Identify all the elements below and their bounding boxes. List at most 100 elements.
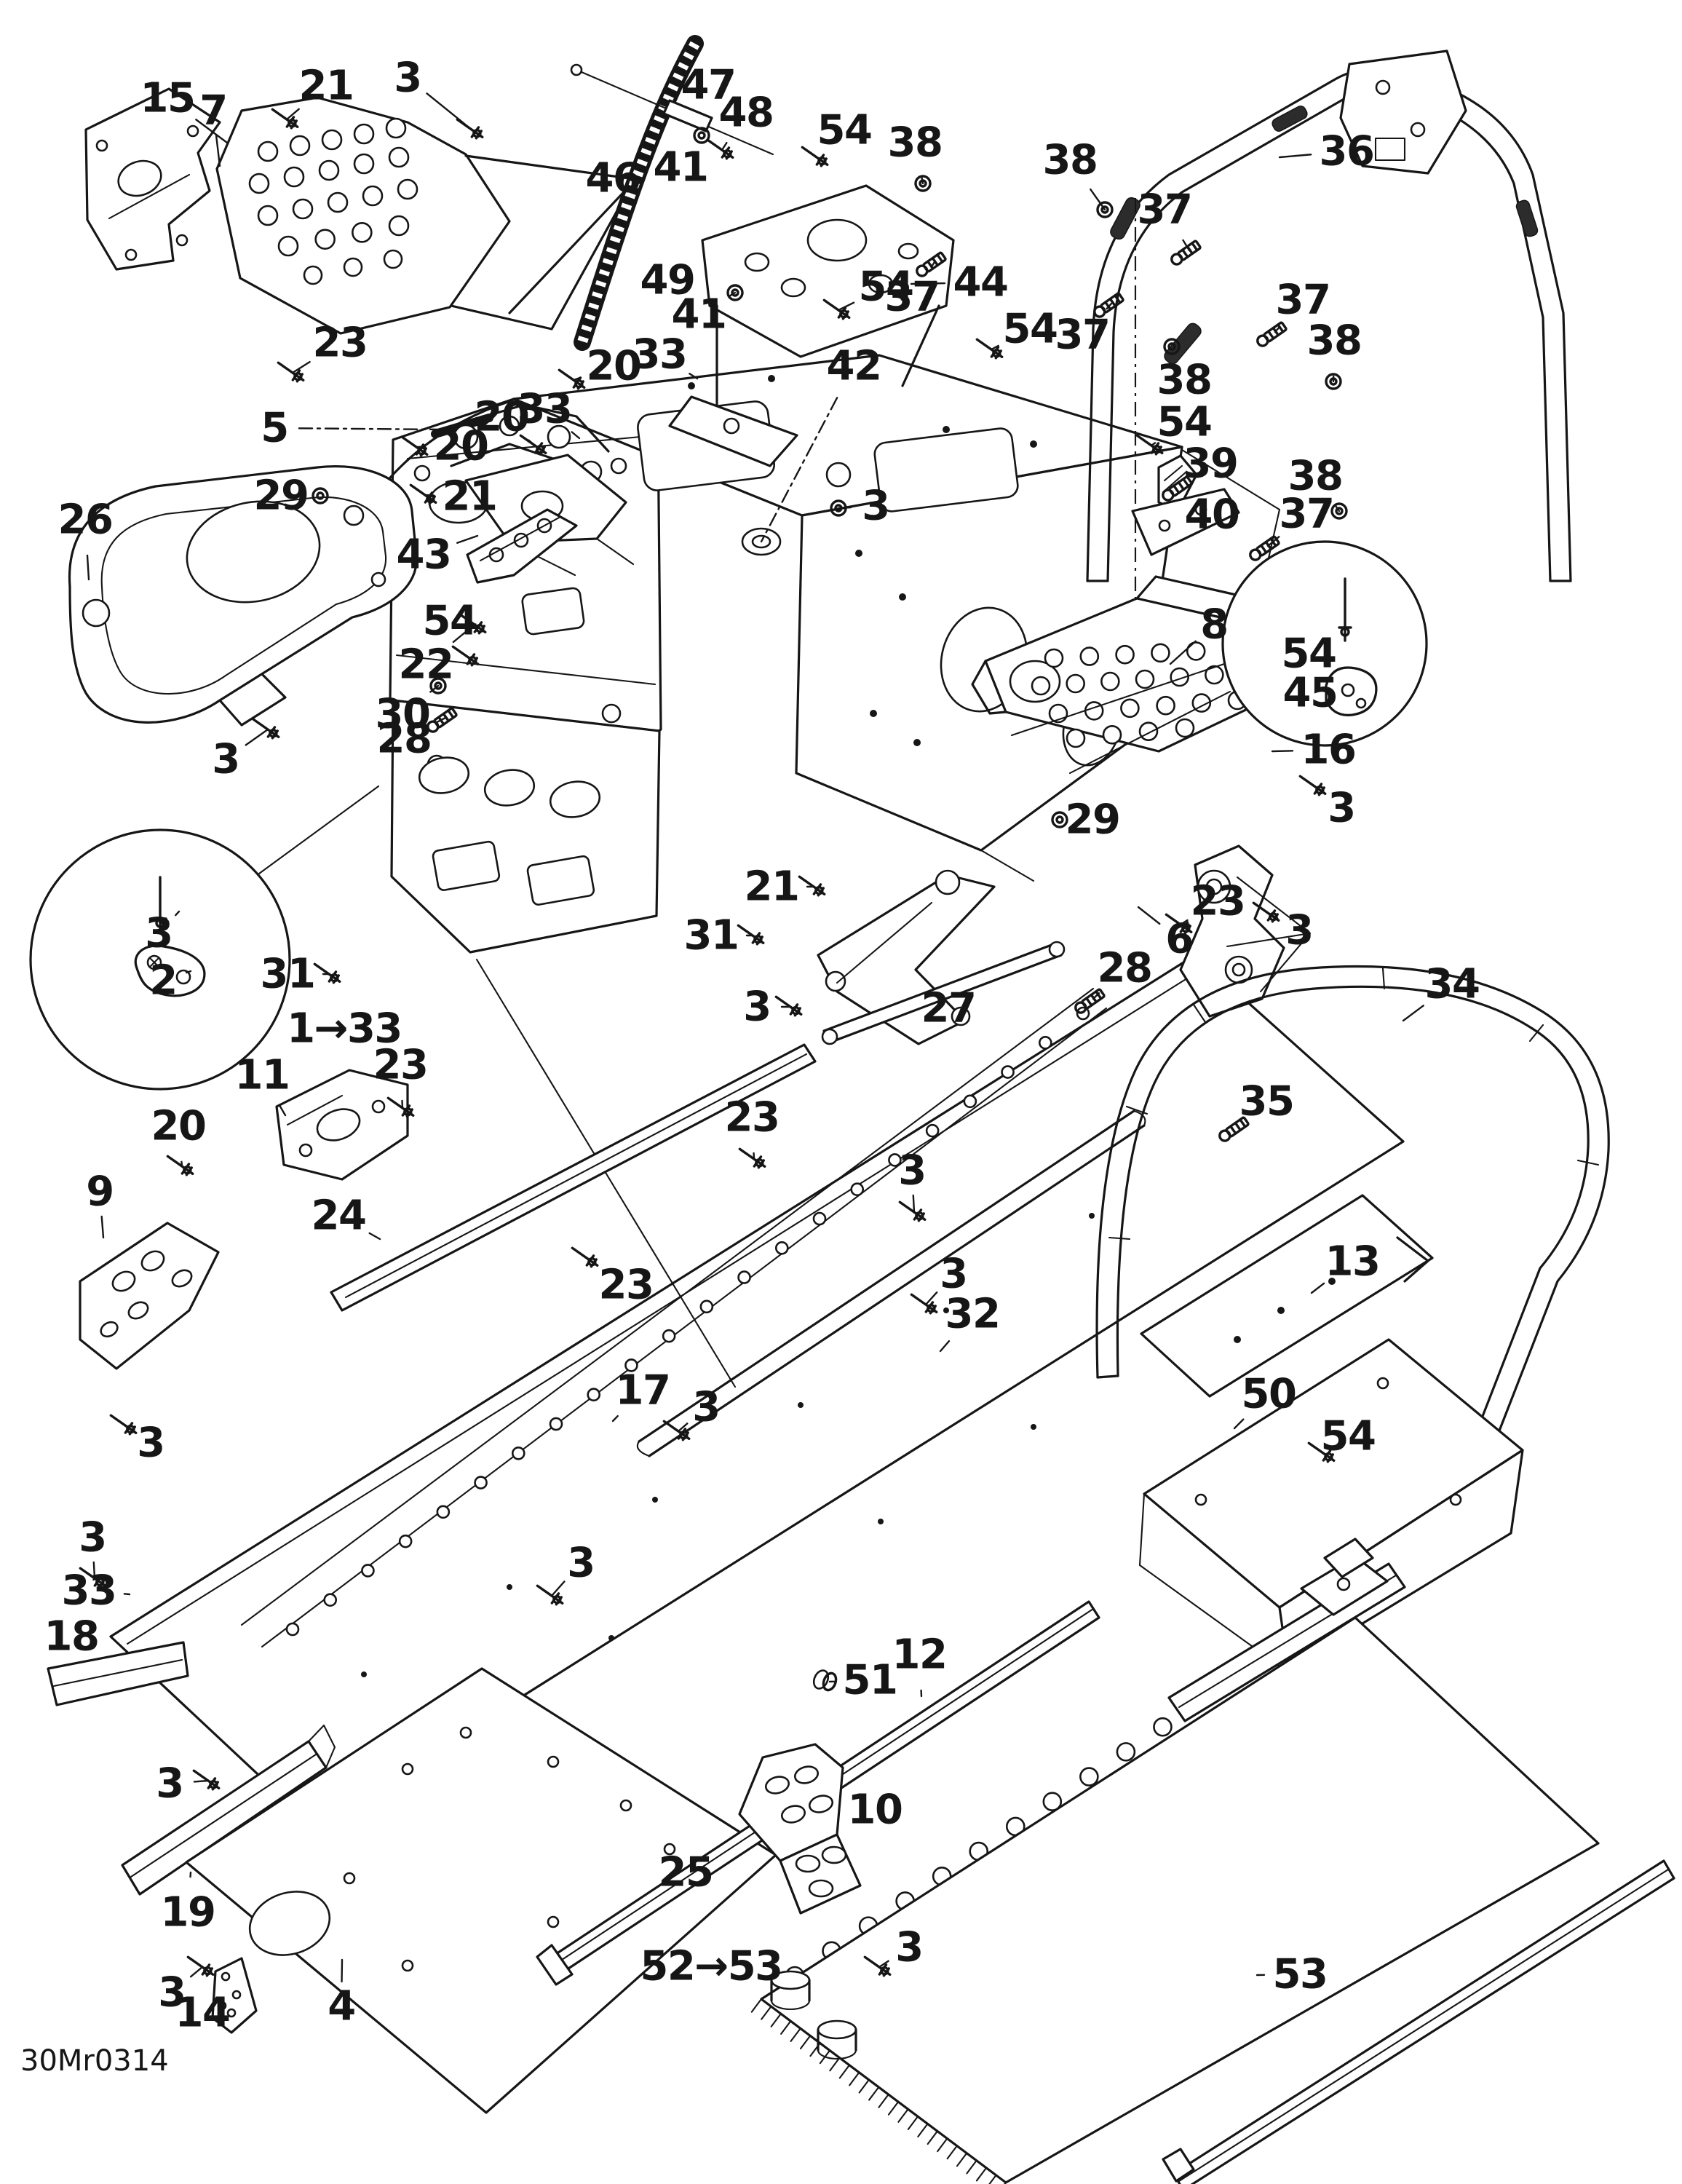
callout-32: 32 xyxy=(939,1291,1001,1353)
callout-3: 3 xyxy=(863,1924,924,1977)
bolt-fastener-icon xyxy=(1249,535,1280,561)
callout-label-3: 3 xyxy=(156,1760,183,1808)
part-7-console-drawing xyxy=(215,96,636,335)
part-43-bracket-drawing xyxy=(466,508,578,584)
part-36-rack-drawing xyxy=(1086,50,1572,582)
callout-28: 28 xyxy=(1074,945,1153,1014)
callout-7: 7 xyxy=(199,87,228,167)
callout-39: 39 xyxy=(1162,440,1239,502)
callout-label-22: 22 xyxy=(399,641,453,689)
callout-label-35: 35 xyxy=(1239,1078,1294,1125)
callout-label-52→53: 52→53 xyxy=(640,1943,782,1990)
callout-label-49: 49 xyxy=(640,257,695,304)
callout-21: 21 xyxy=(271,63,354,130)
pin-fastener-icon xyxy=(737,924,765,946)
part-11-bracket-drawing xyxy=(275,1069,409,1181)
callout-label-29: 29 xyxy=(254,472,309,520)
part-9-bracket-drawing xyxy=(79,1222,220,1370)
callout-47: 47 xyxy=(681,62,737,109)
nut-fastener-icon xyxy=(830,499,847,517)
callout-label-34: 34 xyxy=(1425,961,1480,1008)
oval-fastener-icon xyxy=(822,1671,838,1692)
part-46-hose-drawing xyxy=(574,35,704,351)
nut-fastener-icon xyxy=(914,175,932,192)
callout-label-28: 28 xyxy=(377,716,432,763)
nut-fastener-icon xyxy=(1096,201,1114,218)
callout-label-23: 23 xyxy=(313,320,368,367)
callout-3: 3 xyxy=(212,718,280,783)
callout-label-1→33: 1→33 xyxy=(287,1005,402,1053)
callout-label-3: 3 xyxy=(1328,785,1354,832)
nut-fastener-icon xyxy=(312,487,329,505)
callout-25: 25 xyxy=(659,1849,714,1896)
pin-fastener-icon xyxy=(277,361,305,383)
callout-label-7: 7 xyxy=(199,87,226,135)
pin-fastener-icon xyxy=(386,1096,415,1118)
callout-27: 27 xyxy=(921,985,977,1032)
callout-37: 37 xyxy=(1249,491,1335,561)
callout-54: 54 xyxy=(822,264,914,320)
callout-14: 14 xyxy=(175,1990,231,2037)
callout-label-3: 3 xyxy=(895,1924,922,1971)
callout-12: 12 xyxy=(892,1631,948,1698)
part-44-bracket-drawing xyxy=(668,184,955,467)
callout-20: 20 xyxy=(400,423,489,470)
part-27-strut-drawing xyxy=(821,941,1066,1045)
callout-label-3: 3 xyxy=(394,55,421,102)
callout-42: 42 xyxy=(760,343,882,543)
callout-34: 34 xyxy=(1402,961,1480,1022)
pin-fastener-icon xyxy=(166,1155,194,1176)
part-5-pivot-drawing xyxy=(431,403,635,577)
callout-54: 54 xyxy=(1282,630,1337,678)
callout-label-28: 28 xyxy=(1098,945,1152,992)
detail-circle-left xyxy=(29,785,380,1091)
callout-6: 6 xyxy=(1137,906,1194,963)
callout-label-50: 50 xyxy=(1242,1371,1296,1418)
callout-label-54: 54 xyxy=(1321,1413,1376,1460)
callout-label-21: 21 xyxy=(299,63,354,110)
callout-54: 54 xyxy=(975,306,1058,360)
callout-22: 22 xyxy=(399,613,487,689)
callout-45: 45 xyxy=(1283,670,1338,717)
nut-fastener-icon xyxy=(1163,338,1181,355)
callout-44: 44 xyxy=(910,259,1009,306)
pin-fastener-icon xyxy=(271,108,299,130)
callout-label-33: 33 xyxy=(517,386,572,433)
callout-label-3: 3 xyxy=(79,1514,106,1562)
callout-53: 53 xyxy=(1255,1951,1328,1998)
callout-label-18: 18 xyxy=(44,1613,99,1661)
callout-20: 20 xyxy=(558,343,642,390)
callout-37: 37 xyxy=(1256,277,1331,347)
pin-fastener-icon xyxy=(738,1147,766,1169)
callout-label-10: 10 xyxy=(848,1787,903,1834)
pin-fastener-icon xyxy=(706,138,734,160)
tunnel-frame-drawing xyxy=(328,354,1281,954)
reference-line xyxy=(475,958,737,1388)
callout-54: 54 xyxy=(801,107,873,167)
callout-30: 30 xyxy=(376,677,447,738)
bolt-fastener-icon xyxy=(1256,321,1288,347)
callout-1→33: 1→33 xyxy=(287,1005,402,1053)
pin-fastener-icon xyxy=(252,718,280,740)
callout-38: 38 xyxy=(1307,317,1362,390)
pin-fastener-icon xyxy=(571,1246,599,1268)
callout-31: 31 xyxy=(261,951,341,998)
callout-label-20: 20 xyxy=(434,423,488,470)
callout-3: 3 xyxy=(898,1147,927,1222)
callout-label-33: 33 xyxy=(62,1567,116,1615)
nut-fastener-icon xyxy=(693,127,710,144)
callout-label-42: 42 xyxy=(827,343,881,390)
callout-label-37: 37 xyxy=(1055,312,1110,359)
callout-38: 38 xyxy=(888,119,943,192)
callout-3: 3 xyxy=(1298,775,1356,832)
callout-24: 24 xyxy=(312,1192,381,1241)
callout-label-54: 54 xyxy=(817,107,872,154)
callout-label-41: 41 xyxy=(654,144,708,191)
nut-fastener-icon xyxy=(429,677,447,695)
part-18-strip-drawing xyxy=(47,1641,189,1706)
pin-fastener-icon xyxy=(798,875,826,897)
callout-label-37: 37 xyxy=(885,274,940,321)
part-12-rail-drawing xyxy=(1167,1538,1406,1722)
callout-16: 16 xyxy=(1271,727,1357,774)
